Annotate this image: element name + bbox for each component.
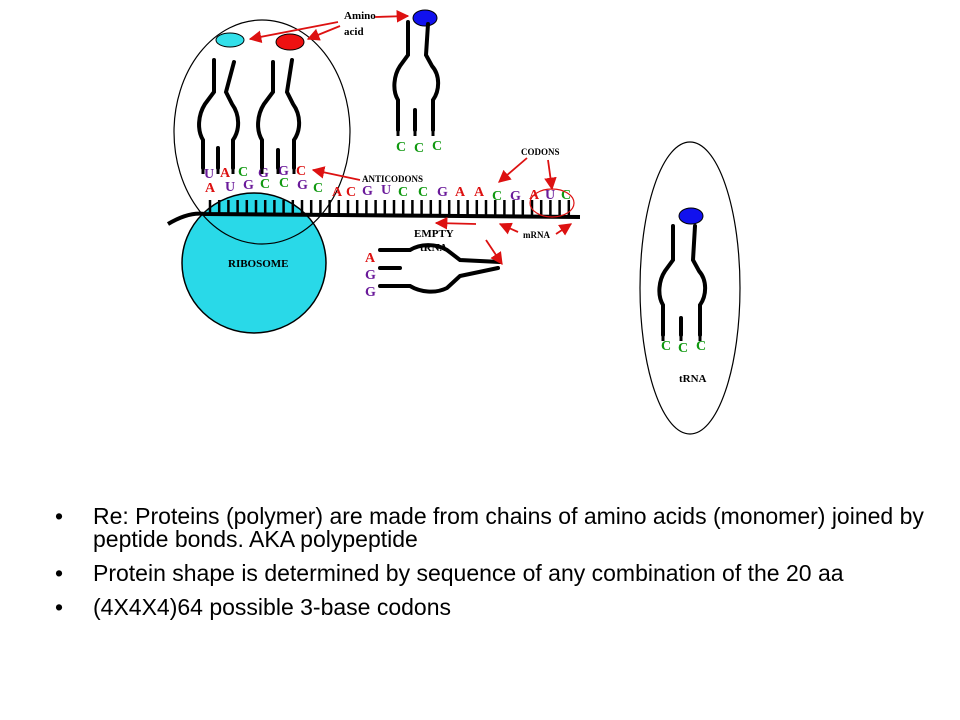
mrna-base: C — [398, 185, 408, 200]
mrna-base: C — [492, 189, 502, 204]
trna-left-body — [197, 58, 241, 170]
bullet-list: Re: Proteins (polymer) are made from cha… — [55, 505, 935, 630]
empty-trna: AGG — [365, 243, 502, 300]
anticodon-base: G — [278, 164, 289, 179]
anticodon-base: C — [696, 339, 706, 354]
pointer-arrows — [248, 10, 573, 266]
arrow-mrna-2 — [555, 223, 573, 236]
mrna-base: C — [260, 177, 270, 192]
mrna-base: U — [545, 188, 555, 203]
amino-acid-blue-isolated — [678, 207, 704, 225]
anticodon-base: C — [414, 141, 424, 156]
arrow-amino-to-blue — [374, 10, 410, 23]
mrna-base: G — [437, 185, 448, 200]
mrna-base: U — [381, 183, 391, 198]
mrna-base: C — [313, 181, 323, 196]
mrna-base: G — [297, 178, 308, 193]
anticodons-label: ANTICODONS — [362, 174, 423, 184]
mrna-base: C — [279, 176, 289, 191]
mrna-base: G — [362, 184, 373, 199]
trna-middle-body — [256, 58, 302, 170]
arrow-empty-trna-2 — [485, 239, 503, 266]
anticodon-base: A — [220, 166, 231, 181]
empty-trna-base: A — [365, 251, 376, 266]
arrow-anticodons — [311, 166, 361, 181]
mrna-base: C — [561, 188, 571, 203]
trna-top-body — [392, 20, 441, 132]
mrna-strand — [166, 211, 581, 226]
mrna-label: mRNA — [523, 230, 550, 240]
arrow-empty-trna-1 — [434, 216, 477, 230]
trna-middle: GGC — [256, 33, 306, 181]
anticodon-base: C — [396, 140, 406, 155]
amino-acid-label-line2: acid — [344, 26, 364, 38]
mrna-base: A — [474, 185, 485, 200]
arrow-amino-to-red — [306, 25, 341, 41]
bullet-item: Re: Proteins (polymer) are made from cha… — [55, 505, 935, 551]
bullet-item: (4X4X4)64 possible 3-base codons — [55, 596, 935, 620]
anticodon-base: C — [661, 339, 671, 354]
mrna-base: G — [243, 178, 254, 193]
codons-label: CODONS — [521, 147, 560, 157]
trna-isolated-body — [657, 224, 708, 337]
arrow-mrna-1 — [498, 222, 519, 235]
mrna-base: G — [510, 189, 521, 204]
arrow-amino-to-cyan — [248, 21, 339, 44]
arrow-codons-1 — [498, 157, 528, 183]
ribosome-label: RIBOSOME — [228, 258, 289, 270]
mrna-base: C — [346, 185, 356, 200]
mrna-base: C — [418, 185, 428, 200]
mrna-base: A — [332, 185, 343, 200]
isolated-trna-outline — [639, 141, 741, 435]
amino-acid-cyan — [215, 32, 245, 48]
anticodon-base: C — [296, 164, 306, 179]
mrna-base-ticks — [208, 200, 571, 216]
empty-trna-base: G — [365, 285, 376, 300]
amino-acid-blue-top — [412, 9, 438, 27]
amino-acid-red — [275, 33, 305, 51]
mrna-base: U — [225, 180, 235, 195]
empty-trna-body — [378, 243, 502, 294]
ribosome — [181, 192, 327, 334]
empty-trna-label-line1: EMPTY — [414, 228, 454, 240]
empty-trna-bases: AGG — [365, 251, 376, 300]
anticodon-base: C — [678, 341, 688, 356]
amino-acid-label-line1: Amino — [344, 10, 376, 22]
bullet-item: Protein shape is determined by sequence … — [55, 562, 935, 586]
arrow-codons-2 — [544, 159, 557, 191]
mrna-base: A — [455, 185, 466, 200]
anticodon-base: C — [238, 165, 248, 180]
empty-trna-base: G — [365, 268, 376, 283]
ribosome-site-outline — [173, 19, 351, 245]
anticodon-middle: GGC — [258, 164, 306, 181]
empty-trna-label-line2: tRNA — [420, 242, 448, 254]
mrna-base: A — [205, 181, 216, 196]
anticodon-base: U — [204, 167, 214, 182]
trna-label: tRNA — [679, 373, 707, 385]
mrna-base: A — [529, 188, 540, 203]
anticodon-base: C — [432, 139, 442, 154]
